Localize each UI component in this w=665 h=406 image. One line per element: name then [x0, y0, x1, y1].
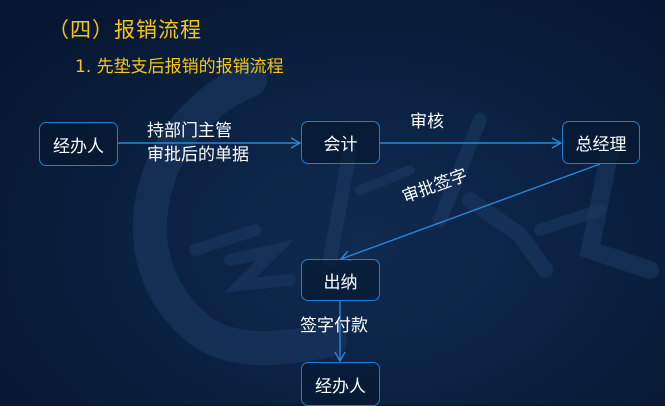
edge-label-line2: 审批后的单据 [147, 145, 249, 165]
node-handler-start: 经办人 [39, 122, 118, 166]
node-general-manager: 总经理 [562, 121, 640, 164]
slide-subtitle: 1. 先垫支后报销的报销流程 [75, 57, 284, 77]
node-label: 经办人 [53, 136, 104, 157]
edge-label-line1: 持部门主管 [147, 121, 232, 141]
edge-label-submit: 持部门主管 审批后的单据 [147, 119, 249, 167]
node-cashier: 出纳 [301, 259, 380, 301]
node-label: 经办人 [315, 376, 366, 397]
edge-n3-n4 [339, 163, 601, 262]
node-handler-end: 经办人 [301, 362, 380, 406]
node-label: 出纳 [323, 272, 358, 293]
edge-label-sign-pay: 签字付款 [300, 316, 368, 336]
node-label: 会计 [323, 135, 358, 155]
slide-title: （四）报销流程 [48, 18, 202, 42]
edge-label-review: 审核 [410, 112, 444, 132]
node-accountant: 会计 [301, 121, 380, 164]
node-label: 总经理 [575, 135, 627, 155]
